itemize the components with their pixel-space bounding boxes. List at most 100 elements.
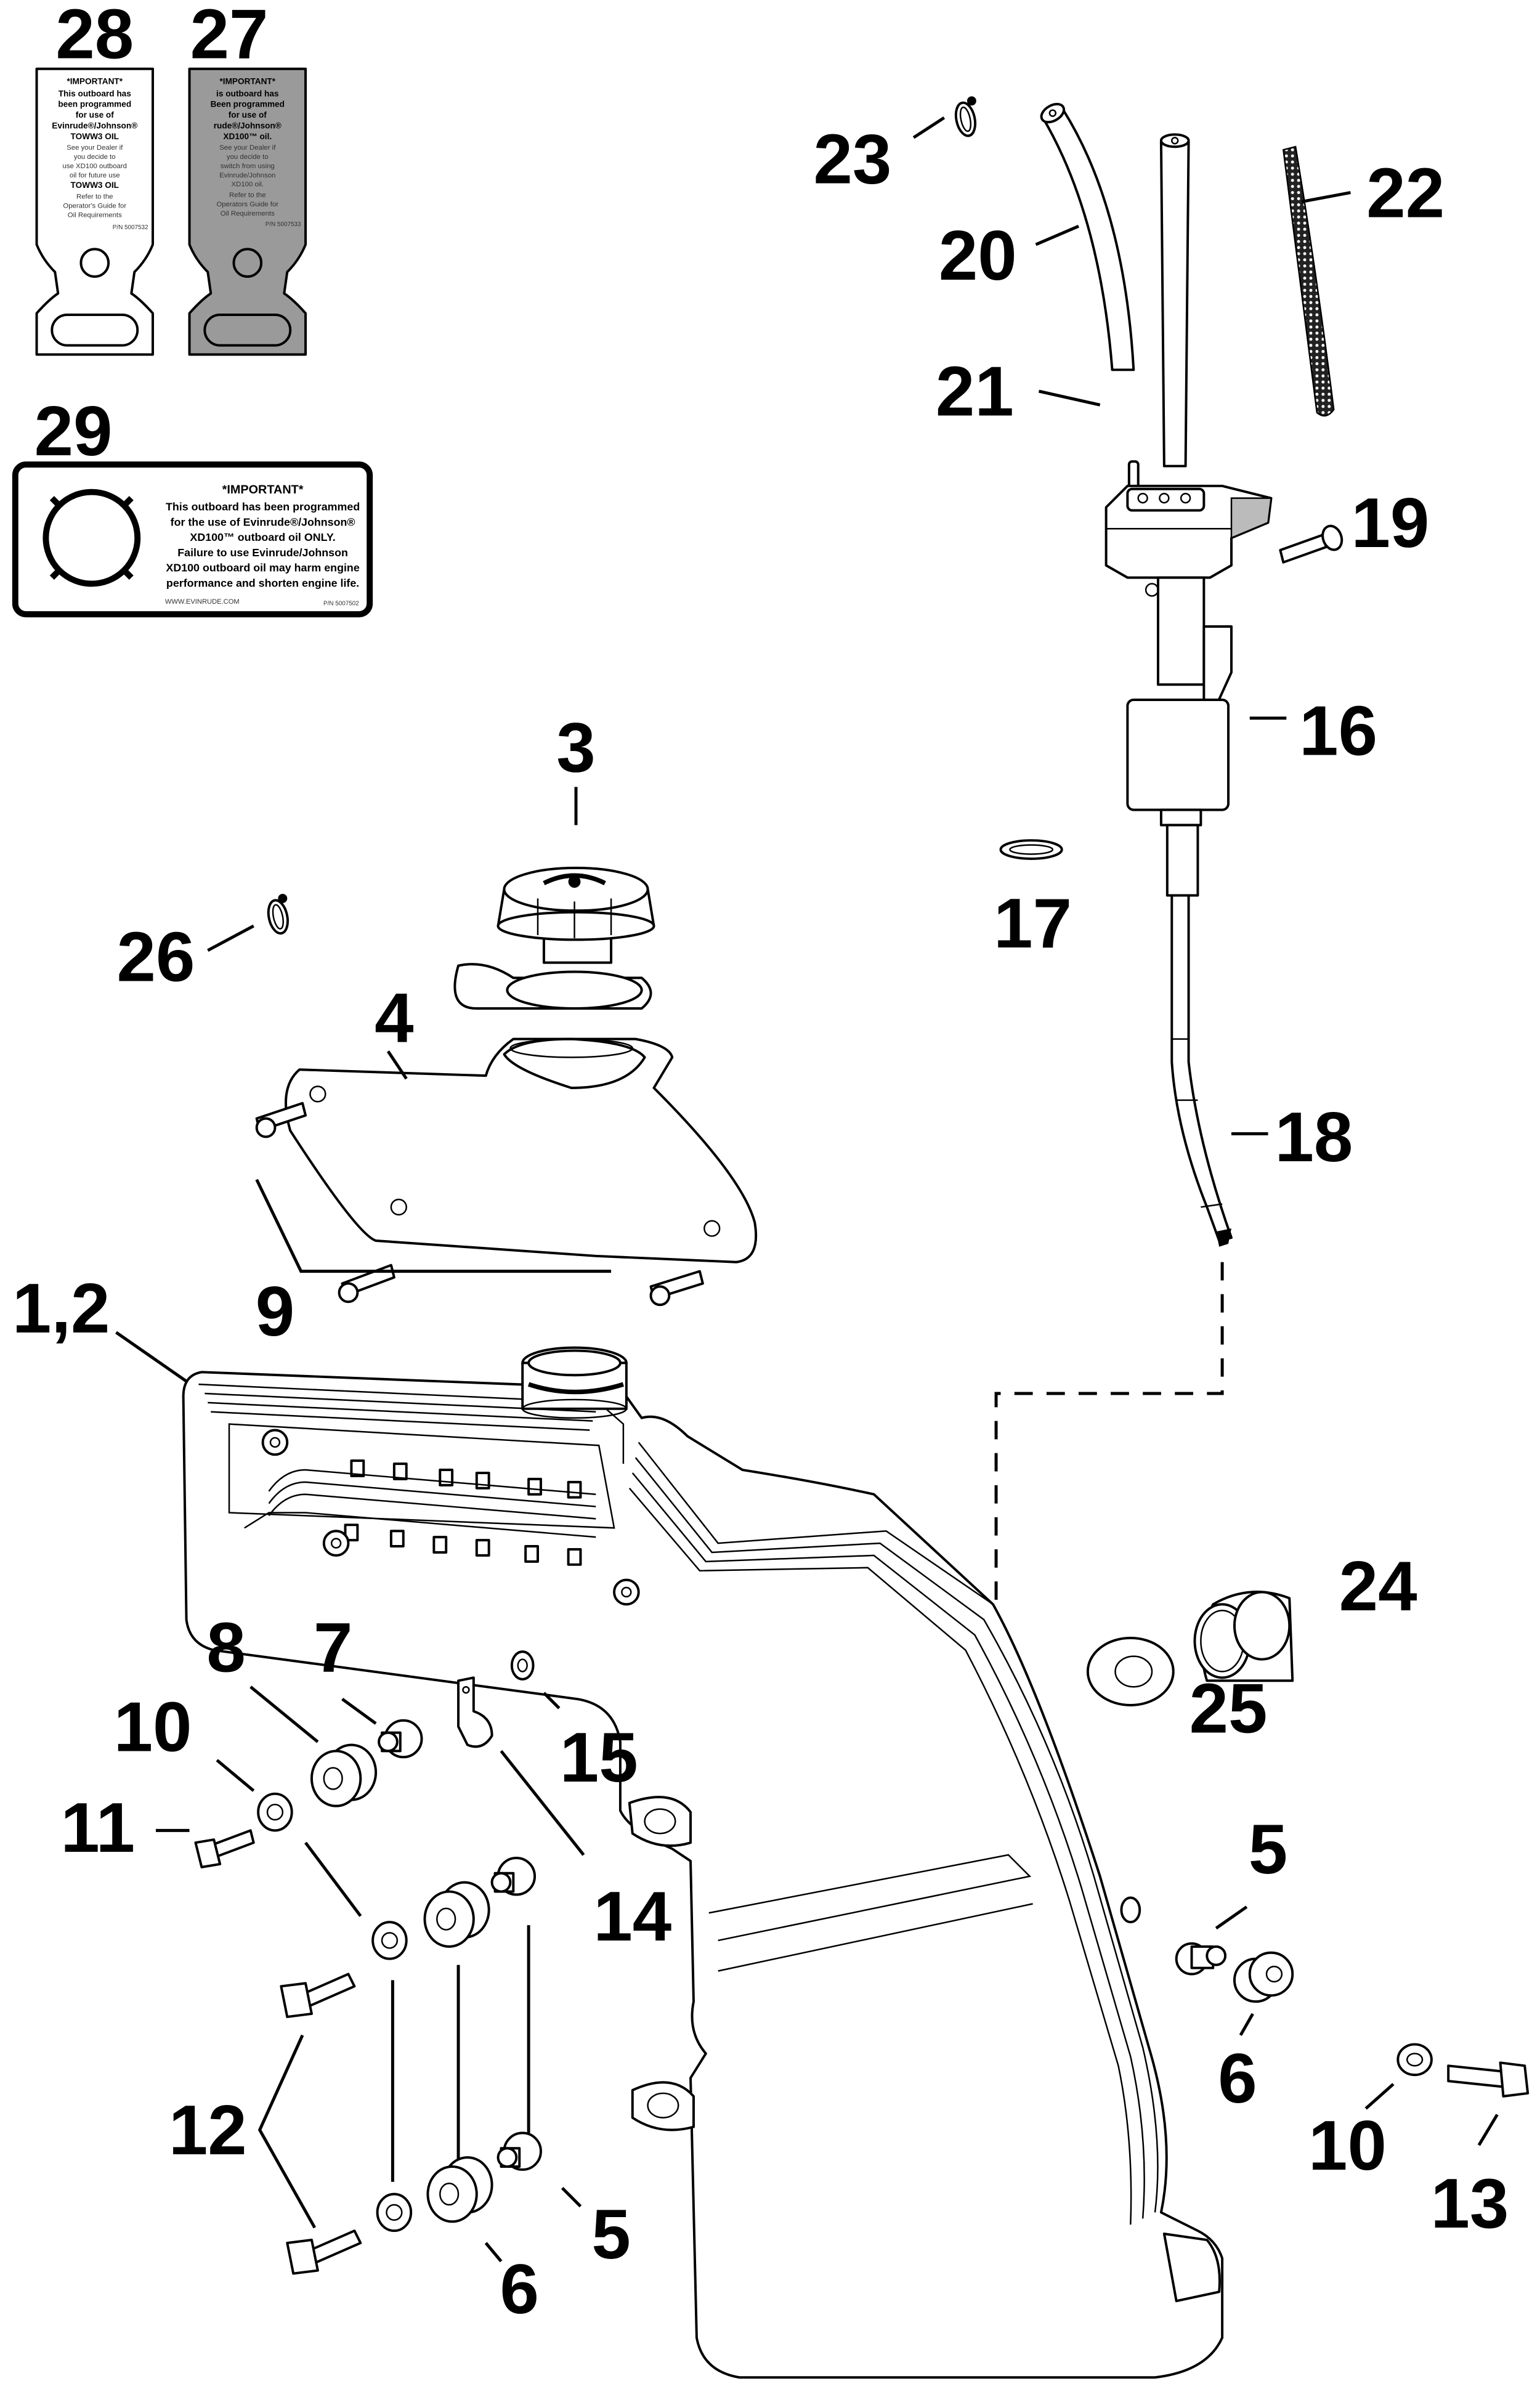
decal-27-line: Operators Guide for: [216, 201, 278, 208]
decal-29-line: Failure to use Evinrude/Johnson: [177, 546, 348, 559]
callout-4: 4: [375, 979, 413, 1058]
callout-7: 7: [314, 1608, 352, 1687]
callout-27: 27: [190, 0, 269, 73]
part-10-washer-right: [1396, 2043, 1433, 2077]
callout-16: 16: [1299, 692, 1377, 770]
callout-25: 25: [1189, 1670, 1268, 1748]
decal-29-line: XD100 outboard oil may harm engine: [166, 562, 359, 574]
decal-28-line: Refer to the: [76, 193, 113, 201]
part-3-fill-cap: [453, 866, 655, 1010]
decal-27-line: rude®/Johnson®: [214, 121, 282, 130]
callout-29: 29: [34, 392, 113, 471]
leader-8: [249, 1685, 319, 1743]
callout-23: 23: [813, 121, 891, 199]
decal-29-line: This outboard has been programmed: [166, 500, 360, 513]
decal-27-line: switch from using: [221, 163, 275, 170]
callout-12: 12: [169, 2091, 247, 2170]
leader-26: [207, 924, 254, 952]
decal-27-line: Refer to the: [229, 192, 266, 199]
part-8-grommet: [310, 1743, 378, 1807]
part-17-o-ring: [999, 839, 1063, 860]
decal-27-line: for use of: [229, 110, 267, 120]
oil-cap-symbol-icon: [43, 489, 141, 587]
decal-28-line: See your Dealer if: [67, 144, 123, 152]
decal-29-line: XD100™ outboard oil ONLY.: [190, 531, 335, 543]
callout-19: 19: [1351, 484, 1429, 562]
decal-28-line: you decide to: [74, 153, 116, 161]
part-19-screw: [1279, 524, 1343, 564]
leader-14: [500, 1750, 585, 1856]
decal-29-heading: *IMPORTANT*: [222, 483, 304, 497]
part-6-grommet-right: [1233, 1951, 1294, 2003]
part-10-washer-lower: [376, 2192, 413, 2233]
part-6-grommet-upper: [423, 1881, 490, 1948]
decal-27-line: *IMPORTANT*: [219, 77, 275, 86]
part-12-screw-upper: [280, 1973, 356, 2018]
part-22-braided-sleeve: [1282, 145, 1335, 417]
leader-5-right: [1215, 1905, 1248, 1930]
part-26-clamp: [267, 894, 289, 935]
decal-27-line: XD100™ oil.: [223, 132, 272, 141]
decal-27-line: you decide to: [227, 153, 269, 161]
callout-26: 26: [117, 918, 195, 996]
callout-5-lower: 5: [591, 2196, 630, 2274]
decal-27-line: Oil Requirements: [221, 210, 275, 217]
callout-28: 28: [55, 0, 134, 73]
decal-27-line: is outboard has: [216, 89, 279, 98]
part-20-straight-hose: [1159, 133, 1190, 468]
decal-28: *IMPORTANT* This outboard has been progr…: [35, 67, 154, 356]
callout-13: 13: [1430, 2165, 1509, 2243]
part-20-hose: [1040, 103, 1135, 371]
part-10-washer-upper: [371, 1921, 408, 1960]
leader-4: [386, 1050, 408, 1080]
decal-28-line: TOWW3 OIL: [71, 132, 119, 141]
callout-21: 21: [936, 353, 1014, 431]
part-11-screw: [194, 1829, 255, 1868]
part-5-bushing-upper: [490, 1857, 537, 1896]
callout-10-left: 10: [114, 1688, 192, 1766]
decal-27-line: P/N 5007533: [265, 221, 301, 228]
leader-15: [543, 1692, 561, 1709]
decal-29-line: performance and shorten engine life.: [166, 577, 359, 589]
leader-10-right: [1364, 2083, 1395, 2110]
part-5-bushing-right: [1175, 1942, 1227, 1976]
leader-23: [912, 116, 946, 139]
callout-24: 24: [1339, 1547, 1417, 1626]
decal-29-website: WWW.EVINRUDE.COM: [165, 598, 240, 606]
decal-27-line: Been programmed: [211, 100, 285, 109]
part-24-fitting: [1193, 1591, 1294, 1682]
decal-28-text: *IMPORTANT* This outboard has been progr…: [52, 77, 148, 232]
callout-9: 9: [256, 1273, 294, 1351]
decal-28-line: Oil Requirements: [68, 211, 122, 219]
callout-3: 3: [556, 709, 595, 787]
leader-7: [341, 1698, 377, 1725]
callout-22: 22: [1366, 154, 1445, 232]
callout-6-lower: 6: [500, 2250, 539, 2329]
callout-11: 11: [60, 1789, 135, 1867]
decal-28-line: Evinrude®/Johnson®: [52, 121, 137, 130]
callout-15: 15: [560, 1719, 638, 1797]
leader-9: [255, 1178, 612, 1273]
leader-5-lower: [561, 2186, 582, 2208]
callout-1-2: 1,2: [12, 1270, 110, 1348]
leader-13: [1477, 2114, 1499, 2146]
leader-10-to-washer: [304, 1841, 362, 1917]
leader-6-right: [1239, 2013, 1254, 2036]
callout-6-right: 6: [1218, 2040, 1257, 2118]
part-13-screw: [1447, 2061, 1530, 2098]
part-12-screw-lower: [286, 2229, 362, 2275]
decal-28-line: for use of: [76, 110, 115, 120]
leader-20: [1035, 224, 1079, 246]
part-18-pickup-tube: [1170, 894, 1233, 1247]
callout-17: 17: [994, 885, 1072, 963]
decal-27-text: *IMPORTANT* is outboard has Been program…: [211, 77, 301, 229]
decal-28-line: Operator's Guide for: [63, 202, 126, 209]
leader-10-left: [216, 1759, 255, 1792]
decal-27: *IMPORTANT* is outboard has Been program…: [188, 67, 307, 356]
part-16-level-sensor: [1104, 484, 1273, 897]
part-15-washer: [510, 1650, 535, 1681]
decal-27-line: See your Dealer if: [219, 144, 276, 152]
part-5-bushing-lower: [496, 2131, 542, 2171]
decal-29-line: for the use of Evinrude®/Johnson®: [171, 516, 355, 528]
decal-28-line: been programmed: [58, 100, 131, 109]
